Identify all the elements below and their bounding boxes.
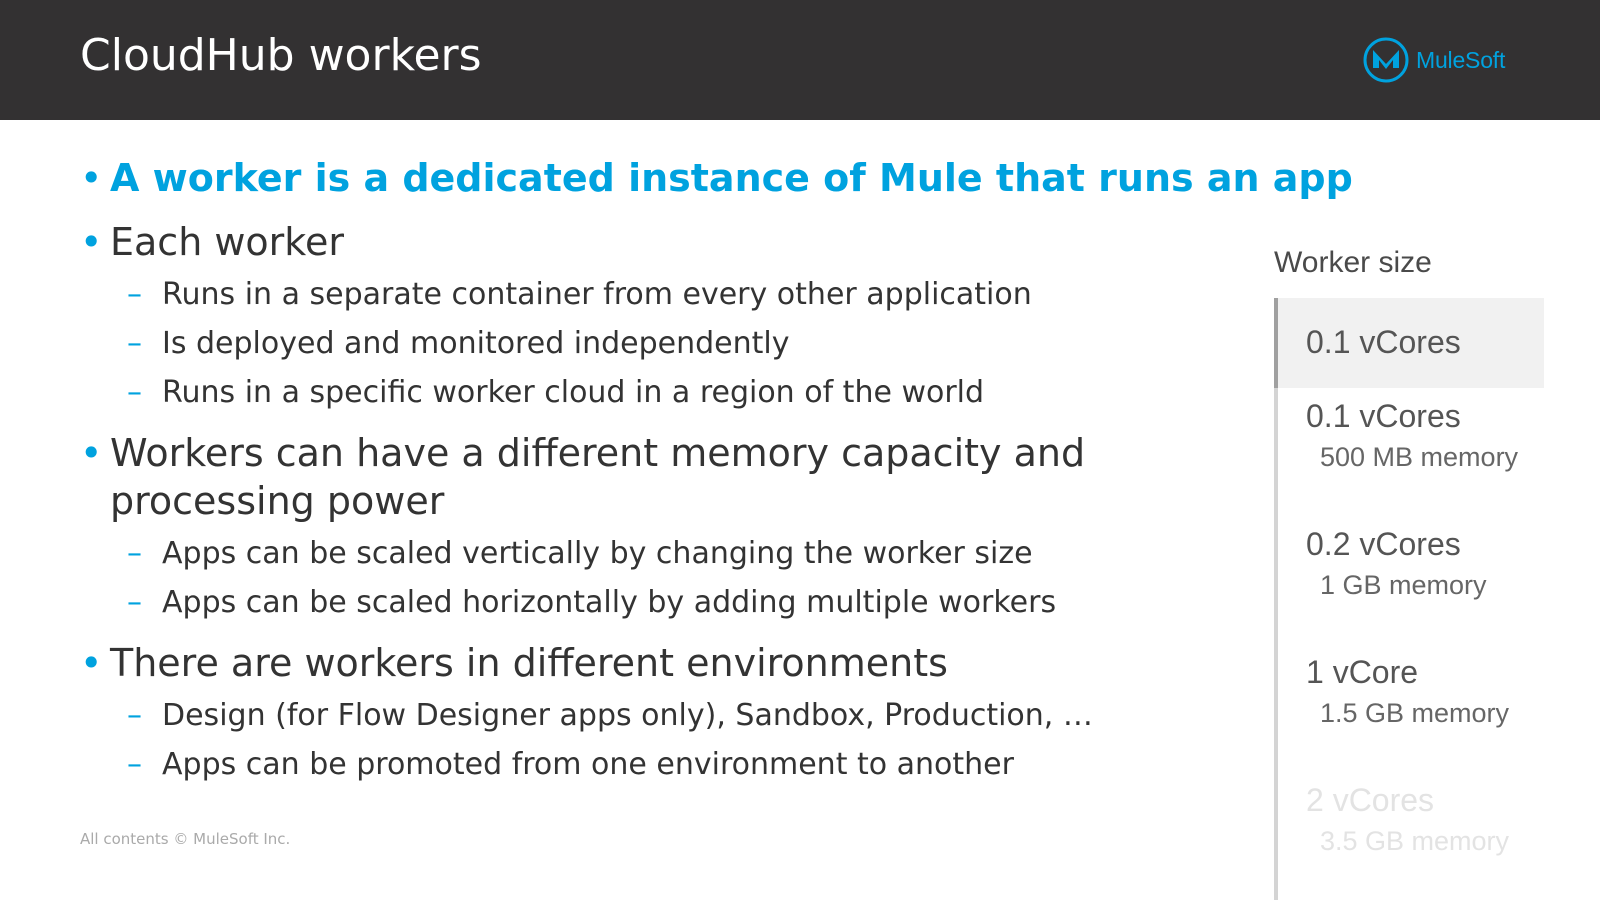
dash-marker: – <box>127 536 142 571</box>
sub-bullet-text: Design (for Flow Designer apps only), Sa… <box>162 698 1093 733</box>
option-cores: 0.1 vCores <box>1306 398 1461 434</box>
slide-header: CloudHub workers MuleSoft <box>0 0 1600 120</box>
bullet-environments: • There are workers in different environ… <box>80 639 1230 687</box>
worker-size-option[interactable]: 2 vCores 3.5 GB memory <box>1274 772 1544 900</box>
dash-marker: – <box>127 585 142 620</box>
option-memory: 500 MB memory <box>1320 442 1519 472</box>
worker-size-label: Worker size <box>1274 246 1432 279</box>
sub-bullet-text: Apps can be scaled vertically by changin… <box>162 536 1033 571</box>
dash-marker: – <box>127 326 142 361</box>
slide-body: • A worker is a dedicated instance of Mu… <box>80 150 1353 789</box>
bullet-text: Workers can have a different memory capa… <box>110 431 1086 523</box>
sub-bullet: – Runs in a specific worker cloud in a r… <box>80 368 1230 417</box>
sub-bullet: – Apps can be scaled vertically by chang… <box>80 529 1230 578</box>
lead-bullet: • A worker is a dedicated instance of Mu… <box>80 150 1353 206</box>
bullet-memory-capacity: • Workers can have a different memory ca… <box>80 429 1230 525</box>
scroll-thumb[interactable] <box>1274 298 1278 388</box>
option-memory: 1 GB memory <box>1320 570 1487 600</box>
lead-text: A worker is a dedicated instance of Mule… <box>110 156 1353 200</box>
selected-cores: 0.1 vCores <box>1306 324 1461 360</box>
sub-bullets: – Runs in a separate container from ever… <box>80 270 1230 417</box>
dash-marker: – <box>127 375 142 410</box>
list-scrollbar[interactable] <box>1274 298 1278 900</box>
sub-bullet-text: Runs in a separate container from every … <box>162 277 1032 312</box>
sub-bullet: – Is deployed and monitored independentl… <box>80 319 1230 368</box>
worker-size-option[interactable]: 0.2 vCores 1 GB memory <box>1274 516 1544 644</box>
sub-bullet-text: Apps can be promoted from one environmen… <box>162 747 1014 782</box>
bullet-text: There are workers in different environme… <box>110 641 948 685</box>
sub-bullet: – Apps can be promoted from one environm… <box>80 740 1230 789</box>
logo-wordmark: MuleSoft <box>1416 46 1506 73</box>
sub-bullet-text: Apps can be scaled horizontally by addin… <box>162 585 1057 620</box>
dash-marker: – <box>127 698 142 733</box>
sub-bullet: – Apps can be scaled horizontally by add… <box>80 578 1230 627</box>
sub-bullets: – Apps can be scaled vertically by chang… <box>80 529 1230 627</box>
copyright-footer: All contents © MuleSoft Inc. <box>80 830 291 848</box>
sub-bullet: – Design (for Flow Designer apps only), … <box>80 691 1230 740</box>
sub-bullet-text: Is deployed and monitored independently <box>162 326 790 361</box>
bullet-marker: • <box>80 431 103 475</box>
bullet-each-worker: • Each worker <box>80 218 1230 266</box>
dash-marker: – <box>127 277 142 312</box>
worker-size-dropdown-list[interactable]: 0.1 vCores 0.1 vCores 500 MB memory 0.2 … <box>1274 298 1544 900</box>
worker-size-selected[interactable]: 0.1 vCores <box>1274 298 1544 388</box>
option-memory: 3.5 GB memory <box>1320 826 1510 856</box>
bullet-text: Each worker <box>110 220 344 264</box>
slide-title: CloudHub workers <box>80 30 482 81</box>
sub-bullet: – Runs in a separate container from ever… <box>80 270 1230 319</box>
bullet-marker: • <box>80 641 103 685</box>
sub-bullets: – Design (for Flow Designer apps only), … <box>80 691 1230 789</box>
bullet-marker: • <box>80 220 103 264</box>
option-cores: 2 vCores <box>1306 782 1435 818</box>
worker-size-option[interactable]: 0.1 vCores 500 MB memory <box>1274 388 1544 516</box>
worker-size-panel: Worker size 0.1 vCores 0.1 vCores 500 MB… <box>1248 240 1548 900</box>
sub-bullet-text: Runs in a specific worker cloud in a reg… <box>162 375 985 410</box>
mulesoft-logo: MuleSoft <box>1362 35 1505 85</box>
option-memory: 1.5 GB memory <box>1320 698 1510 728</box>
mulesoft-logo-icon <box>1363 37 1409 83</box>
option-cores: 0.2 vCores <box>1306 526 1461 562</box>
option-cores: 1 vCore <box>1306 654 1419 690</box>
bullet-marker: • <box>80 156 103 200</box>
worker-size-option[interactable]: 1 vCore 1.5 GB memory <box>1274 644 1544 772</box>
dash-marker: – <box>127 747 142 782</box>
